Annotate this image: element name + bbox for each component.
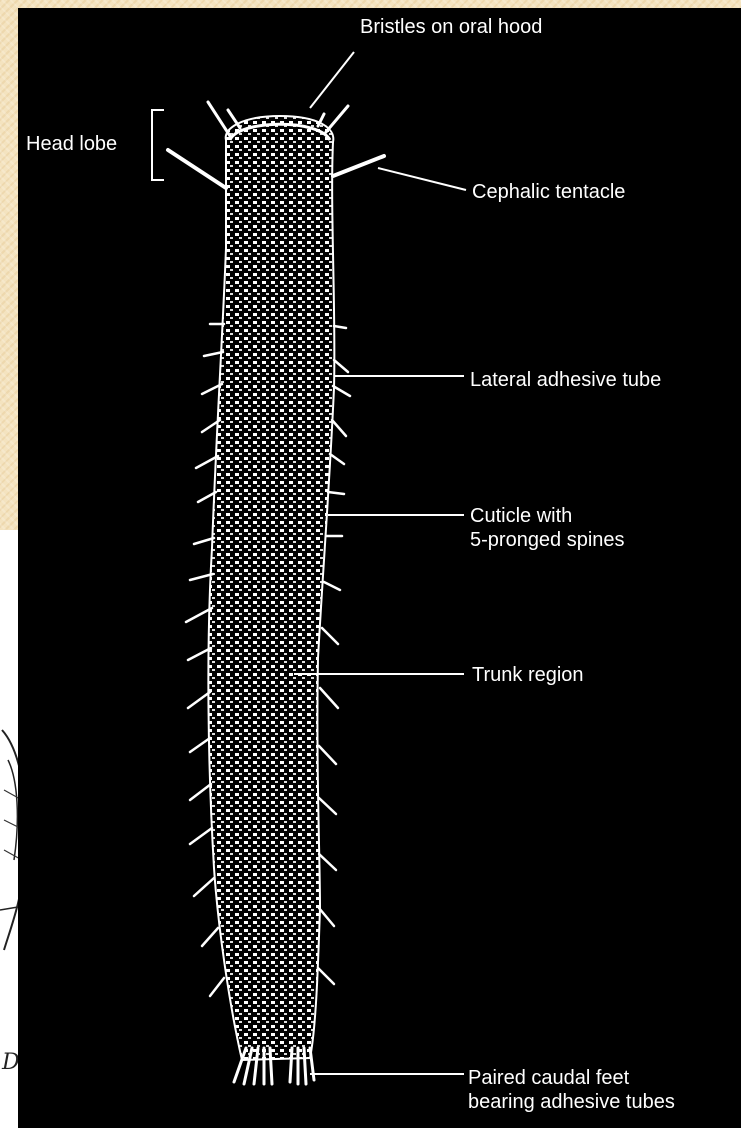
label-head-lobe: Head lobe bbox=[26, 132, 117, 156]
label-cuticle-line-1: Cuticle with bbox=[470, 504, 625, 528]
label-trunk-region: Trunk region bbox=[472, 663, 584, 687]
label-cuticle: Cuticle with 5-pronged spines bbox=[470, 504, 625, 552]
label-cuticle-line-2: 5-pronged spines bbox=[470, 528, 625, 552]
label-bristles-on-oral-hood: Bristles on oral hood bbox=[360, 15, 542, 39]
diagram-panel: Bristles on oral hood Head lobe Cephalic… bbox=[18, 8, 741, 1128]
head-lobe-bracket bbox=[152, 110, 164, 180]
label-caudal-line-1: Paired caudal feet bbox=[468, 1066, 675, 1090]
gastrotrich-illustration bbox=[18, 8, 741, 1128]
worm-body bbox=[208, 116, 334, 1060]
label-caudal-feet: Paired caudal feet bearing adhesive tube… bbox=[468, 1066, 675, 1114]
label-cephalic-tentacle: Cephalic tentacle bbox=[472, 180, 625, 204]
label-caudal-line-2: bearing adhesive tubes bbox=[468, 1090, 675, 1114]
label-lateral-adhesive-tube: Lateral adhesive tube bbox=[470, 368, 661, 392]
